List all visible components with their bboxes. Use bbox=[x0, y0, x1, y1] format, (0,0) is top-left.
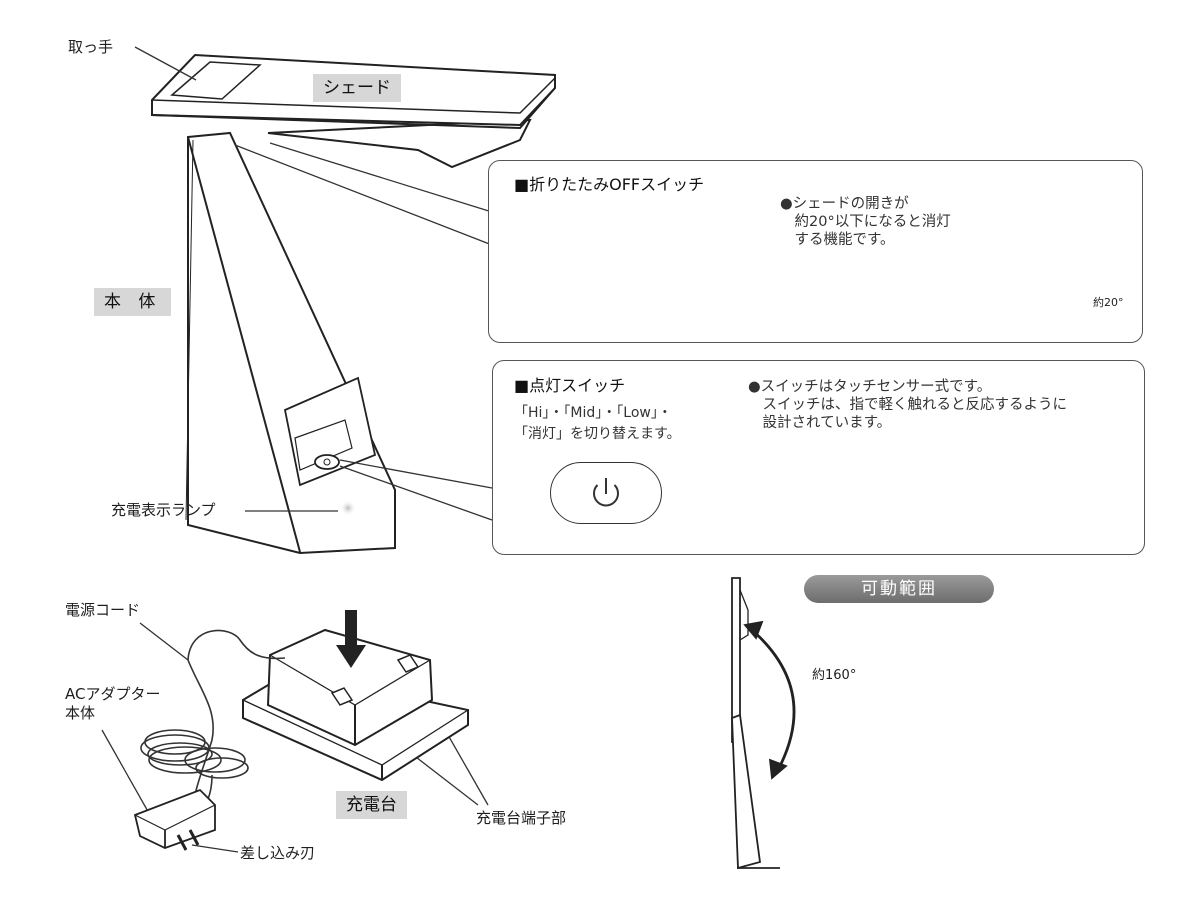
body-label: 本 体 bbox=[94, 288, 172, 316]
fold-angle-illustration bbox=[1031, 200, 1117, 301]
ac-adapter bbox=[133, 788, 216, 851]
insert-arrow-icon bbox=[336, 610, 366, 668]
fold-switch-closeup bbox=[511, 207, 641, 320]
switch-recess bbox=[283, 376, 377, 487]
power-cord-label: 電源コード bbox=[65, 601, 141, 619]
lamp-shade bbox=[151, 53, 556, 169]
charging-stand bbox=[242, 628, 469, 782]
charging-stand-label: 充電台 bbox=[336, 791, 407, 819]
fold-switch-note: ●シェードの開きが 約20°以下になると消灯 する機能です。 bbox=[780, 196, 951, 248]
handle-label: 取っ手 bbox=[68, 38, 114, 56]
range-angle-label: 約160° bbox=[812, 668, 857, 683]
leader-lines bbox=[101, 46, 493, 853]
charging-terminal-label: 充電台端子部 bbox=[476, 809, 567, 827]
charge-lamp-label: 充電表示ランプ bbox=[111, 501, 216, 519]
light-switch-title: ■点灯スイッチ bbox=[514, 376, 626, 395]
fold-angle-label: 約20° bbox=[1093, 296, 1124, 309]
light-switch-desc: 「Hi」・「Mid」・「Low」・ 「消灯」を切り替えます。 bbox=[514, 405, 681, 442]
charge-lamp-dot bbox=[340, 500, 356, 516]
range-illustration bbox=[731, 577, 796, 870]
lamp-body bbox=[185, 131, 396, 555]
power-icon bbox=[593, 478, 619, 507]
ac-adapter-label: ACアダプター 本体 bbox=[65, 685, 161, 722]
plug-blade-label: 差し込み刃 bbox=[240, 844, 316, 862]
light-switch-note: ●スイッチはタッチセンサー式です。 スイッチは、指で軽く触れると反応するように … bbox=[748, 379, 1067, 431]
fold-switch-title: ■折りたたみOFFスイッチ bbox=[514, 175, 705, 194]
power-cord bbox=[140, 629, 286, 806]
shade-label: シェード bbox=[313, 74, 401, 102]
power-button[interactable] bbox=[550, 462, 662, 524]
range-title: 可動範囲 bbox=[804, 575, 994, 603]
